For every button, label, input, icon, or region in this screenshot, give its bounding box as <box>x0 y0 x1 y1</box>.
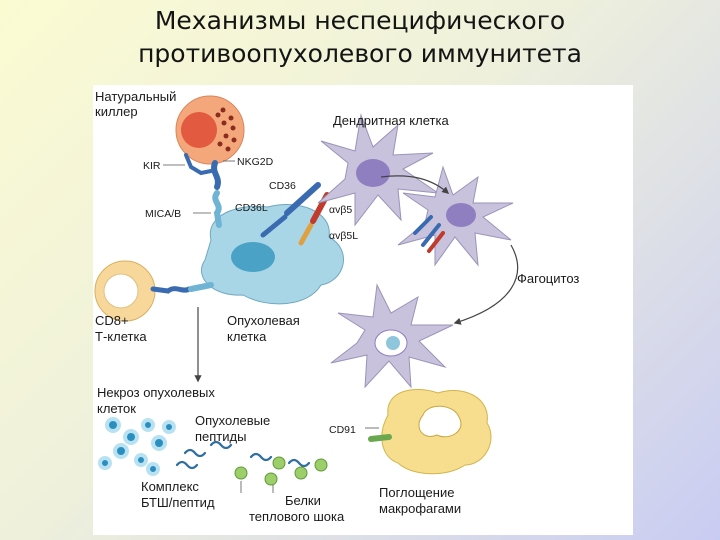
tumor-peptides <box>175 440 311 470</box>
cd36l-ligand <box>260 214 288 238</box>
title-line-2: противоопухолевого иммунитета <box>138 39 582 68</box>
label-mica: MICA/B <box>145 208 181 220</box>
label-avb5l: αvβ5L <box>329 230 358 242</box>
cd36-receptor <box>284 182 321 216</box>
necrotic-cells <box>98 417 176 476</box>
label-phagocytosis: Фагоцитоз <box>517 271 579 286</box>
label-cd91: CD91 <box>329 424 356 436</box>
label-complex-line2: БТШ/пептид <box>141 495 215 510</box>
label-peptides-line1: Опухолевые <box>195 413 270 428</box>
mhc-ligand <box>188 282 214 292</box>
label-hsp-line2: теплового шока <box>249 509 345 524</box>
nk-nucleus <box>181 112 217 148</box>
label-necrosis-line2: клеток <box>97 401 136 416</box>
tumor-nucleus <box>231 242 275 272</box>
label-complex-line1: Комплекс <box>141 479 199 494</box>
label-uptake-line2: макрофагами <box>379 501 461 516</box>
label-cd8-line2: Т-клетка <box>95 329 147 344</box>
dendritic-3-vesicle <box>386 336 400 350</box>
immunity-diagram: Натуральный киллер KIR NKG2D MICA/B CD36… <box>94 89 579 524</box>
label-hsp-line1: Белки <box>285 493 321 508</box>
label-dendritic: Дендритная клетка <box>333 113 449 128</box>
arrow-dc-transfer <box>380 175 450 194</box>
arrow-phagocytosis <box>453 244 519 325</box>
mica-ligand <box>212 190 222 228</box>
label-tumor-line1: Опухолевая <box>227 313 300 328</box>
avb5l-ligand <box>298 222 314 246</box>
label-avb5: αvβ5 <box>329 204 352 216</box>
label-nkg2d: NKG2D <box>237 156 274 168</box>
slide-title: Механизмы неспецифического противоопухол… <box>0 4 720 70</box>
label-peptides-line2: пептиды <box>195 429 246 444</box>
label-nk-line1: Натуральный <box>95 89 176 104</box>
dendritic-2-receptors <box>413 215 441 247</box>
kir-receptor <box>184 153 213 176</box>
dendritic-2-nucleus <box>446 203 476 227</box>
nk-granules <box>215 107 237 152</box>
label-tumor-line2: клетка <box>227 329 267 344</box>
label-cd36: CD36 <box>269 180 296 192</box>
dendritic-nucleus <box>356 159 390 187</box>
label-cd36l: CD36L <box>235 202 268 214</box>
dendritic-2-receptors-red <box>427 231 445 253</box>
nkg2d-receptor <box>211 160 221 190</box>
macrophage-nucleus <box>418 405 462 438</box>
label-nk-line2: киллер <box>95 104 138 119</box>
title-line-1: Механизмы неспецифического <box>154 6 566 35</box>
cd8-nucleus <box>103 273 139 309</box>
label-necrosis-line1: Некроз опухолевых <box>97 385 215 400</box>
tcr-receptor <box>150 286 192 294</box>
label-uptake-line1: Поглощение <box>379 485 454 500</box>
cd91-receptor <box>368 434 392 442</box>
heat-shock-proteins <box>234 456 328 486</box>
label-cd8-line1: CD8+ <box>95 313 129 328</box>
label-kir: KIR <box>143 160 161 172</box>
diagram-panel: Натуральный киллер KIR NKG2D MICA/B CD36… <box>93 85 633 535</box>
